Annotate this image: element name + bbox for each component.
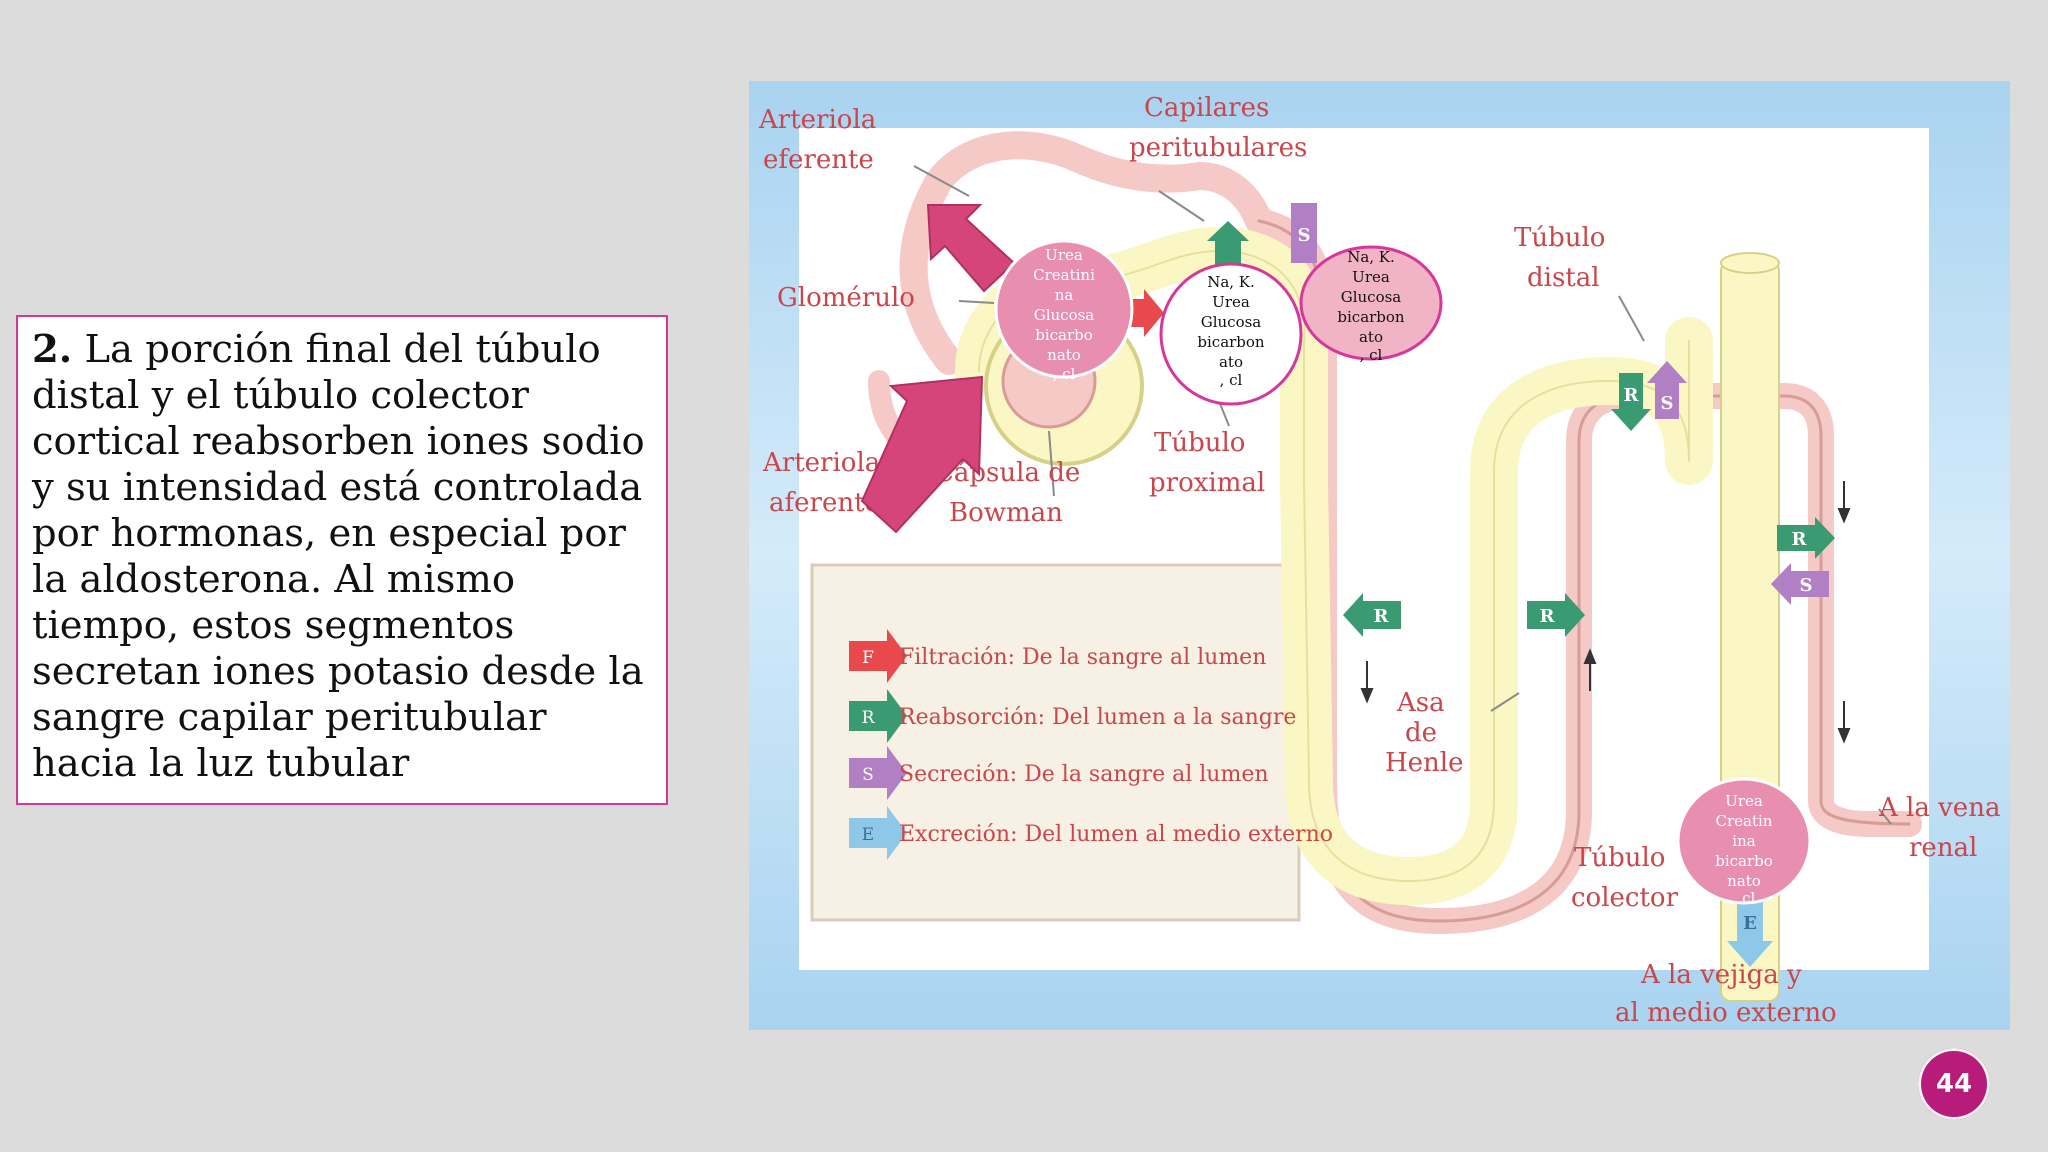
svg-text:Glucosa: Glucosa xyxy=(1201,313,1262,331)
efferent-arrow xyxy=(926,204,1016,293)
body-paragraph: 2. La porción final del túbulo distal y … xyxy=(32,327,652,787)
svg-text:Na, K.: Na, K. xyxy=(1207,273,1255,291)
svg-text:Excreción: Del lumen al medio: Excreción: Del lumen al medio externo xyxy=(899,822,1333,847)
text-box: 2. La porción final del túbulo distal y … xyxy=(16,315,668,805)
label-tubulo-distal: Túbulo xyxy=(1514,223,1605,253)
label-asa: Asa xyxy=(1396,688,1445,718)
legend: F Filtración: De la sangre al lumen R Re… xyxy=(849,629,1333,860)
label-arteriola-eferente-2: eferente xyxy=(763,145,874,175)
svg-text:Reabsorción: Del lumen a la sa: Reabsorción: Del lumen a la sangre xyxy=(899,705,1296,730)
svg-text:bicarbon: bicarbon xyxy=(1337,308,1405,326)
figure-labels: Arteriola eferente Capilares peritubular… xyxy=(758,93,2000,1028)
body-text: La porción final del túbulo distal y el … xyxy=(32,327,645,786)
svg-text:Glucosa: Glucosa xyxy=(1034,306,1095,324)
bubble-1: Urea Creatini na Glucosa bicarbo nato , … xyxy=(994,239,1134,383)
svg-text:S: S xyxy=(1661,393,1674,414)
svg-text:ato: ato xyxy=(1219,353,1243,371)
svg-text:Glucosa: Glucosa xyxy=(1341,288,1402,306)
svg-text:Na, K.: Na, K. xyxy=(1347,248,1395,266)
legend-item-reabsorcion: R Reabsorción: Del lumen a la sangre xyxy=(849,689,1296,743)
label-capilares: Capilares xyxy=(1144,93,1269,123)
svg-text:ato: ato xyxy=(1359,328,1383,346)
svg-text:Urea: Urea xyxy=(1212,293,1250,311)
svg-text:R: R xyxy=(1624,385,1640,406)
nephron-diagram: Arteriola eferente Capilares peritubular… xyxy=(749,81,2010,1030)
label-arteriola-aferente: Arteriola xyxy=(762,448,880,478)
label-proximal: proximal xyxy=(1149,468,1265,498)
svg-text:nato: nato xyxy=(1047,346,1081,364)
marker-s-right: S xyxy=(1771,563,1829,605)
marker-r-henle-right: R xyxy=(1527,593,1585,637)
label-tubulo-proximal: Túbulo xyxy=(1154,428,1245,458)
marker-r-distal: R xyxy=(1611,373,1651,431)
afferent-arrow xyxy=(860,375,984,534)
label-arteriola-aferente-2: aferente xyxy=(769,488,880,518)
flow-arrows xyxy=(1360,481,1851,744)
marker-f xyxy=(1124,289,1164,337)
marker-r-right: R xyxy=(1777,517,1835,559)
label-distal: distal xyxy=(1527,263,1600,293)
label-medio-externo: al medio externo xyxy=(1615,998,1837,1028)
svg-text:R: R xyxy=(862,708,876,728)
legend-panel xyxy=(810,563,1301,922)
bubble-2: Na, K. Urea Glucosa bicarbon ato , cl xyxy=(1159,262,1303,406)
svg-text:S: S xyxy=(1800,575,1813,596)
svg-text:bicarbo: bicarbo xyxy=(1035,326,1093,344)
label-de: de xyxy=(1405,718,1437,748)
label-renal: renal xyxy=(1909,833,1977,863)
marker-s-top: S xyxy=(1291,203,1317,263)
svg-text:Filtración: De la sangre al lu: Filtración: De la sangre al lumen xyxy=(899,645,1266,670)
page-number: 44 xyxy=(1935,1069,1973,1099)
svg-text:, cl: , cl xyxy=(1220,371,1243,389)
label-vena-renal: A la vena xyxy=(1878,793,2000,823)
marker-r-henle-left: R xyxy=(1343,593,1401,637)
svg-text:Urea: Urea xyxy=(1352,268,1390,286)
svg-text:Creatin: Creatin xyxy=(1716,812,1773,830)
svg-text:Secreción: De la sangre al lum: Secreción: De la sangre al lumen xyxy=(899,762,1269,787)
svg-text:na: na xyxy=(1055,286,1074,304)
collecting-duct-top xyxy=(1720,252,1780,274)
svg-text:bicarbo: bicarbo xyxy=(1715,852,1773,870)
legend-item-filtracion: F Filtración: De la sangre al lumen xyxy=(849,629,1266,683)
svg-text:E: E xyxy=(1743,913,1757,934)
svg-text:, cl: , cl xyxy=(1360,346,1383,364)
svg-text:R: R xyxy=(1374,606,1390,627)
svg-text:Creatini: Creatini xyxy=(1033,266,1095,284)
label-vejiga: A la vejiga y xyxy=(1640,960,1802,990)
svg-text:R: R xyxy=(1540,606,1556,627)
label-colector: colector xyxy=(1571,883,1679,913)
legend-item-excrecion: E Excreción: Del lumen al medio externo xyxy=(849,806,1333,860)
marker-e-bottom: E xyxy=(1727,901,1773,967)
legend-item-secrecion: S Secreción: De la sangre al lumen xyxy=(849,746,1269,800)
item-number: 2. xyxy=(32,327,73,372)
svg-text:Urea: Urea xyxy=(1725,792,1763,810)
svg-text:ina: ina xyxy=(1732,832,1755,850)
label-tubulo-colector: Túbulo xyxy=(1574,843,1665,873)
label-henle: Henle xyxy=(1385,748,1464,778)
bubble-3: Na, K. Urea Glucosa bicarbon ato , cl xyxy=(1299,245,1443,364)
svg-text:, cl: , cl xyxy=(1053,365,1076,383)
svg-text:E: E xyxy=(862,825,874,845)
svg-text:S: S xyxy=(862,765,874,785)
label-peritubulares: peritubulares xyxy=(1129,133,1307,163)
svg-text:nato: nato xyxy=(1727,872,1761,890)
svg-text:Urea: Urea xyxy=(1045,246,1083,264)
process-markers: S R S R xyxy=(1124,203,1835,967)
svg-text:, cl: , cl xyxy=(1733,889,1756,907)
svg-text:S: S xyxy=(1298,225,1311,246)
marker-s-distal: S xyxy=(1647,361,1687,419)
page-number-badge: 44 xyxy=(1918,1048,1990,1120)
bubble-4: Urea Creatin ina bicarbo nato , cl xyxy=(1676,777,1812,907)
label-glomerulo: Glomérulo xyxy=(777,283,915,313)
svg-text:F: F xyxy=(862,648,874,668)
label-arteriola-eferente: Arteriola xyxy=(758,105,876,135)
svg-text:bicarbon: bicarbon xyxy=(1197,333,1265,351)
svg-text:R: R xyxy=(1792,529,1808,550)
label-bowman: Bowman xyxy=(949,498,1063,528)
